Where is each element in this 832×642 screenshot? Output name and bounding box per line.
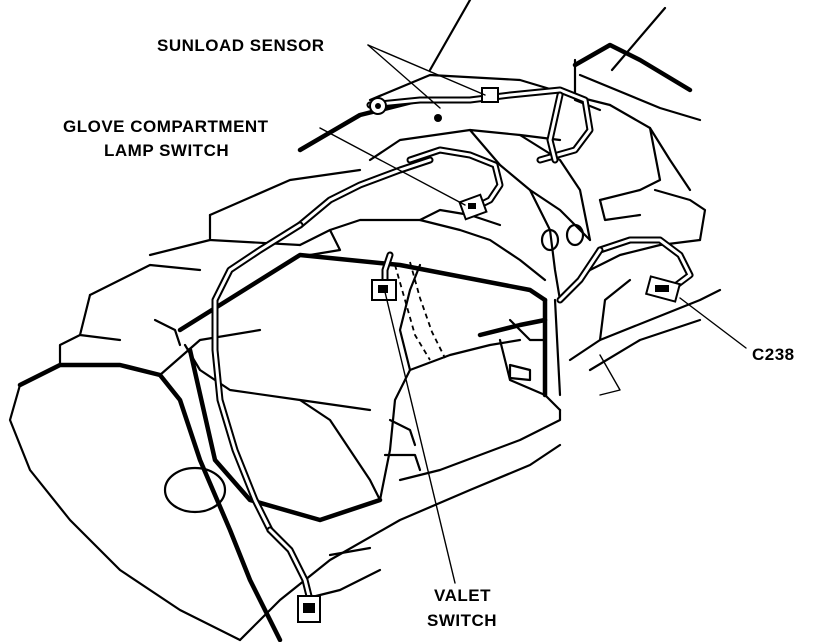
glove-compartment-label-line2: LAMP SWITCH: [104, 141, 229, 160]
sunload-sensor-label: SUNLOAD SENSOR: [157, 36, 325, 55]
valet-switch-component: [371, 279, 397, 301]
wiring-harness: [211, 86, 694, 604]
sunload-sensor-component: [369, 87, 499, 122]
c238-connector-component: [644, 275, 682, 303]
c238-label: C238: [752, 345, 795, 364]
lower-harness-connector: [297, 595, 321, 623]
leader-lines: [319, 44, 747, 584]
valet-switch-label-line2: SWITCH: [427, 611, 497, 630]
dashboard-body: [8, 0, 722, 642]
valet-switch-label-line1: VALET: [434, 586, 491, 605]
glove-compartment-label-line1: GLOVE COMPARTMENT: [63, 117, 269, 136]
glove-compartment-lamp-switch-component: [458, 193, 488, 221]
